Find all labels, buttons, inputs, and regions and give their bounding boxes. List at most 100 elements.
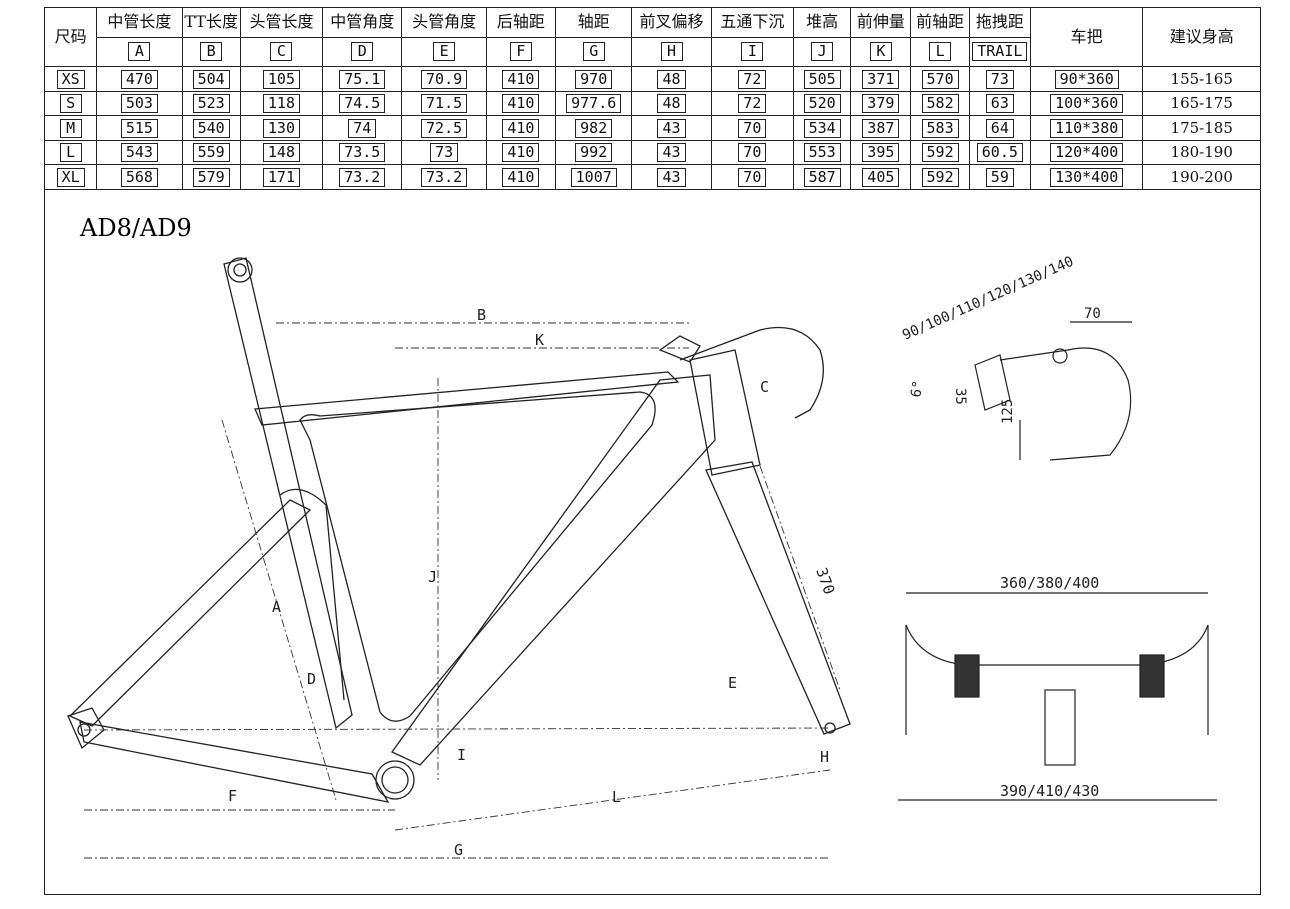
handlebar-spec: 110*380 xyxy=(1050,118,1124,138)
geometry-value: 523 xyxy=(192,94,230,114)
geometry-value-cell: 60.5 xyxy=(968,139,1031,166)
geometry-value: 64 xyxy=(985,118,1014,138)
geometry-value-cell: 371 xyxy=(850,66,912,92)
column-header: 五通下沉 xyxy=(710,7,795,38)
geometry-value: 59 xyxy=(985,167,1014,187)
geometry-value: 48 xyxy=(657,94,686,114)
column-header: 前轴距 xyxy=(910,7,970,38)
label-fork-length: 370 xyxy=(812,565,838,597)
geometry-value: 73.2 xyxy=(339,167,386,187)
seatpost-clamp xyxy=(227,257,253,283)
main-triangle-inner xyxy=(299,391,656,722)
geometry-value-cell: 559 xyxy=(181,139,241,166)
handlebar-spec: 100*360 xyxy=(1050,94,1124,114)
column-header: 轴距 xyxy=(555,7,633,38)
label-i: I xyxy=(457,746,466,764)
geometry-value-cell: 970 xyxy=(555,66,633,92)
size-label-cell: M xyxy=(43,115,98,141)
geometry-value: 559 xyxy=(192,143,230,163)
integrated-bar xyxy=(679,326,824,419)
geometry-value-cell: 48 xyxy=(631,66,712,92)
geometry-value: 592 xyxy=(921,143,959,163)
column-code: J xyxy=(811,42,834,62)
column-code-cell: D xyxy=(322,36,403,68)
column-code: B xyxy=(200,42,223,62)
label-f: F xyxy=(228,787,237,805)
geometry-value-cell: 992 xyxy=(555,139,633,166)
geometry-value-cell: 543 xyxy=(96,139,183,166)
geometry-value-cell: 73 xyxy=(401,139,487,166)
column-header: 堆高 xyxy=(792,7,852,38)
geometry-value-cell: 43 xyxy=(631,139,712,166)
label-b: B xyxy=(477,306,486,324)
column-code-cell: L xyxy=(910,36,970,68)
column-code: TRAIL xyxy=(972,42,1028,62)
down-tube xyxy=(391,374,716,766)
geometry-value: 587 xyxy=(803,167,841,187)
geometry-value: 60.5 xyxy=(976,143,1023,163)
seat-stay-junction xyxy=(279,488,345,701)
geometry-value: 592 xyxy=(921,167,959,187)
geometry-value-cell: 148 xyxy=(239,139,324,166)
geometry-value: 982 xyxy=(575,118,613,138)
geometry-value: 70.9 xyxy=(421,69,468,89)
label-g: G xyxy=(454,841,463,859)
geometry-value: 48 xyxy=(657,69,686,89)
size-label: L xyxy=(59,143,82,163)
geometry-value-cell: 70 xyxy=(710,115,795,141)
column-code-cell: E xyxy=(401,36,487,68)
size-header: 尺码 xyxy=(43,6,98,68)
geometry-value: 118 xyxy=(262,94,300,114)
stem-width: 70 xyxy=(1084,306,1101,322)
column-header: 中管长度 xyxy=(96,7,183,38)
geometry-value-cell: 74 xyxy=(322,115,403,141)
model-name: AD8/AD9 xyxy=(79,214,192,242)
geometry-value-cell: 553 xyxy=(792,139,852,166)
column-code-cell: H xyxy=(631,36,712,68)
geometry-value-cell: 410 xyxy=(485,164,557,190)
stem-lengths: 90/100/110/120/130/140 xyxy=(900,254,1076,344)
size-label: S xyxy=(59,94,82,114)
geometry-value: 371 xyxy=(862,69,900,89)
fork xyxy=(705,461,851,735)
column-code: C xyxy=(270,42,293,62)
seat-stay xyxy=(68,499,312,727)
bar-clamp-right xyxy=(1139,654,1165,698)
geometry-value-cell: 523 xyxy=(181,90,241,117)
column-code-cell: J xyxy=(792,36,852,68)
dim-line-fork xyxy=(759,465,841,691)
geometry-value-cell: 118 xyxy=(239,90,324,117)
label-a: A xyxy=(272,598,281,616)
label-e: E xyxy=(728,674,737,692)
geometry-value: 534 xyxy=(803,118,841,138)
size-label: XL xyxy=(56,167,85,187)
stem-side-bar xyxy=(999,347,1132,461)
geometry-value: 72.5 xyxy=(421,118,468,138)
geometry-value-cell: 534 xyxy=(792,115,852,141)
geometry-value: 570 xyxy=(921,69,959,89)
geometry-value-cell: 43 xyxy=(631,115,712,141)
column-code-cell: TRAIL xyxy=(968,36,1031,68)
geometry-value: 579 xyxy=(192,167,230,187)
geometry-value: 977.6 xyxy=(566,94,622,114)
geometry-value: 553 xyxy=(803,143,841,163)
geometry-value-cell: 171 xyxy=(239,164,324,190)
geometry-value-cell: 410 xyxy=(485,66,557,92)
column-code-cell: A xyxy=(96,36,183,68)
geometry-value-cell: 75.1 xyxy=(322,66,403,92)
geometry-value-cell: 592 xyxy=(910,164,970,190)
rider-height-range: 190-200 xyxy=(1142,164,1261,190)
geometry-value-cell: 582 xyxy=(910,90,970,117)
geometry-value: 73 xyxy=(430,143,459,163)
geometry-value: 470 xyxy=(120,69,158,89)
bottom-bracket xyxy=(375,760,415,800)
handlebar-spec-cell: 110*380 xyxy=(1029,115,1144,141)
label-k: K xyxy=(535,331,544,349)
seat-tube xyxy=(223,257,353,730)
top-tube xyxy=(254,371,680,426)
stem-cap xyxy=(658,335,701,363)
handlebar-spec-cell: 100*360 xyxy=(1029,90,1144,117)
column-code: E xyxy=(433,42,456,62)
